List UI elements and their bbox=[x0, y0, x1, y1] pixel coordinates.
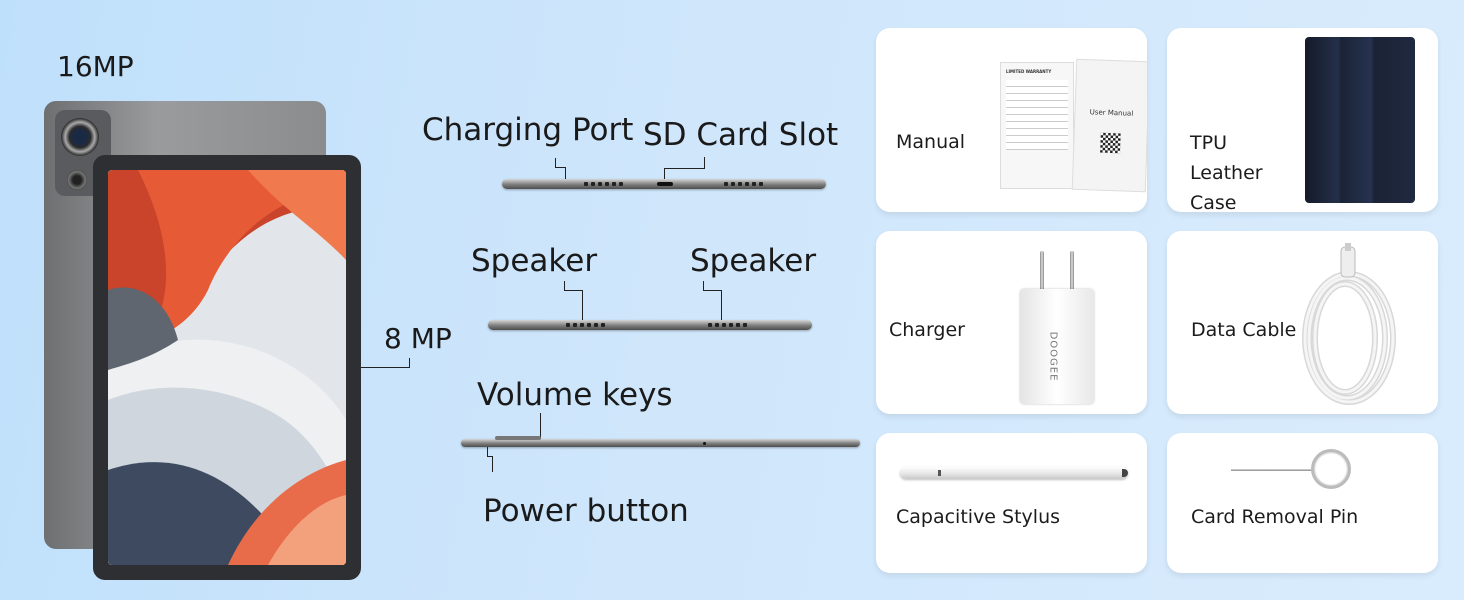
removal-pin-label: Card Removal Pin bbox=[1191, 506, 1359, 528]
microphone-hole bbox=[703, 442, 706, 445]
bottom-speaker-grill-left bbox=[566, 323, 605, 327]
data-cable-card: Data Cable bbox=[1167, 231, 1438, 414]
power-button-leader-h bbox=[487, 456, 493, 457]
sd-card-slot-label: SD Card Slot bbox=[643, 117, 839, 153]
charger-pin-right bbox=[1070, 251, 1074, 303]
speaker-left-leader-h bbox=[564, 290, 582, 291]
stylus-band bbox=[938, 470, 941, 476]
volume-keys-button bbox=[495, 436, 541, 440]
data-cable-image bbox=[1302, 243, 1396, 405]
top-speaker-grill-right bbox=[724, 182, 763, 186]
power-button-leader-v bbox=[492, 456, 493, 472]
sd-slot-leader-h bbox=[664, 168, 704, 169]
charging-port-label: Charging Port bbox=[422, 112, 634, 148]
tablet-screen bbox=[108, 170, 346, 565]
charger-card: Charger DOOGEE bbox=[876, 231, 1147, 414]
qr-code-icon bbox=[1100, 132, 1121, 154]
stylus-tip bbox=[1122, 469, 1128, 477]
volume-keys-label: Volume keys bbox=[477, 377, 673, 413]
warranty-page: LIMITED WARRANTY bbox=[1000, 62, 1074, 189]
stylus-label: Capacitive Stylus bbox=[896, 506, 1061, 528]
removal-pin-card: Card Removal Pin bbox=[1167, 433, 1438, 573]
warranty-lines bbox=[1006, 80, 1068, 150]
removal-pin-ring bbox=[1311, 449, 1351, 489]
volume-keys-leader bbox=[540, 413, 541, 439]
flash-icon bbox=[67, 170, 87, 190]
removal-pin-shaft bbox=[1231, 469, 1313, 471]
top-speaker-grill-left bbox=[584, 182, 623, 186]
speaker-left-leader bbox=[564, 281, 565, 290]
charger-body: DOOGEE bbox=[1020, 289, 1094, 404]
tablet-bottom-edge bbox=[488, 320, 812, 330]
rear-camera-label: 16MP bbox=[57, 50, 134, 83]
speaker-right-leader-v bbox=[721, 290, 722, 320]
charger-brand: DOOGEE bbox=[1047, 331, 1059, 382]
leather-case-image bbox=[1305, 37, 1415, 203]
tablet-front bbox=[93, 155, 361, 580]
speaker-right-leader bbox=[703, 281, 704, 290]
user-manual-page: User Manual bbox=[1071, 58, 1147, 193]
user-manual-title: User Manual bbox=[1089, 108, 1134, 118]
tablet-long-edge bbox=[461, 439, 860, 447]
speaker-right-label: Speaker bbox=[690, 243, 817, 279]
charging-port-leader bbox=[555, 158, 556, 168]
speaker-right-leader-h bbox=[703, 290, 721, 291]
manual-label: Manual bbox=[896, 131, 966, 153]
charger-pin-left bbox=[1040, 251, 1044, 303]
bottom-speaker-grill-right bbox=[708, 323, 747, 327]
sd-slot-leader bbox=[704, 157, 705, 169]
manual-card: Manual LIMITED WARRANTY User Manual bbox=[876, 28, 1147, 212]
sd-card-slot-port bbox=[657, 182, 673, 186]
wallpaper-art bbox=[108, 170, 346, 565]
charger-label: Charger bbox=[889, 319, 965, 341]
data-cable-label: Data Cable bbox=[1191, 319, 1297, 341]
front-camera-label: 8 MP bbox=[384, 322, 452, 355]
speaker-left-label: Speaker bbox=[471, 243, 598, 279]
stylus-image bbox=[900, 467, 1128, 479]
front-camera-leader bbox=[361, 367, 410, 368]
camera-lens-icon bbox=[61, 118, 99, 156]
warranty-title: LIMITED WARRANTY bbox=[1006, 69, 1052, 74]
front-camera-leader-tick bbox=[409, 358, 410, 368]
power-button-leader bbox=[487, 447, 488, 457]
charging-port-leader-h bbox=[555, 167, 565, 168]
case-label: TPU Leather Case bbox=[1190, 132, 1263, 212]
power-button-label: Power button bbox=[483, 493, 689, 529]
case-card: TPU Leather Case bbox=[1167, 28, 1438, 212]
speaker-left-leader-v bbox=[582, 290, 583, 320]
sd-slot-leader-v bbox=[664, 168, 665, 182]
stylus-card: Capacitive Stylus bbox=[876, 433, 1147, 573]
charging-port-leader-v bbox=[565, 167, 566, 181]
